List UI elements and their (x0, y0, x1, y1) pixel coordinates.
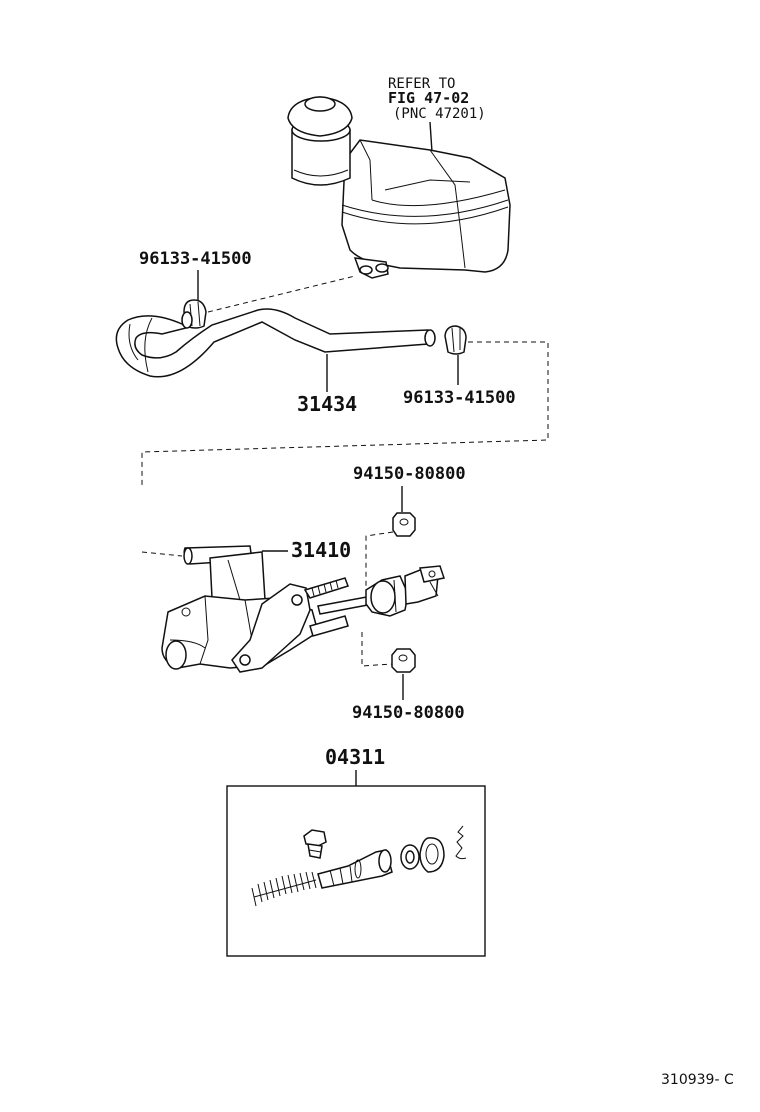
figure-code: 310939- C (661, 1072, 734, 1088)
dashed-leader-hose-to-cylinder (141, 341, 549, 485)
dashed-leader-nut-lower (361, 632, 393, 667)
reference-leader-line (429, 121, 433, 153)
part-number-clip-upper: 96133-41500 (139, 249, 252, 269)
repair-kit-clip[interactable] (455, 825, 467, 860)
hose[interactable] (115, 308, 436, 378)
part-number-hose: 31434 (297, 392, 357, 416)
part-number-master-cylinder: 31410 (291, 538, 351, 562)
dashed-leader-nut-upper (365, 531, 394, 590)
reference-note-line2: FIG 47-02 (388, 89, 469, 107)
part-number-repair-kit: 04311 (325, 745, 385, 769)
repair-kit-washer[interactable] (400, 844, 420, 870)
repair-kit-piston[interactable] (317, 849, 393, 889)
reservoir-tank[interactable] (287, 96, 511, 279)
nut-lower[interactable] (391, 648, 416, 673)
clip-lower[interactable] (444, 325, 467, 355)
clutch-master-cylinder[interactable] (161, 545, 445, 673)
part-number-nut-lower: 94150-80800 (352, 703, 465, 723)
reference-note-line1: REFER TO (388, 76, 455, 92)
repair-kit-spring[interactable] (251, 871, 317, 907)
part-number-nut-upper: 94150-80800 (353, 464, 466, 484)
nut-upper[interactable] (392, 512, 416, 537)
repair-kit-box (226, 785, 486, 957)
dashed-leader-cylinder-inlet (141, 551, 183, 557)
repair-kit-snap-ring[interactable] (419, 837, 445, 873)
repair-kit-plug[interactable] (303, 829, 327, 859)
reference-note-line3: (PNC 47201) (393, 106, 486, 122)
dashed-leader-reservoir-to-hose (207, 275, 356, 313)
part-number-clip-lower: 96133-41500 (403, 388, 516, 408)
